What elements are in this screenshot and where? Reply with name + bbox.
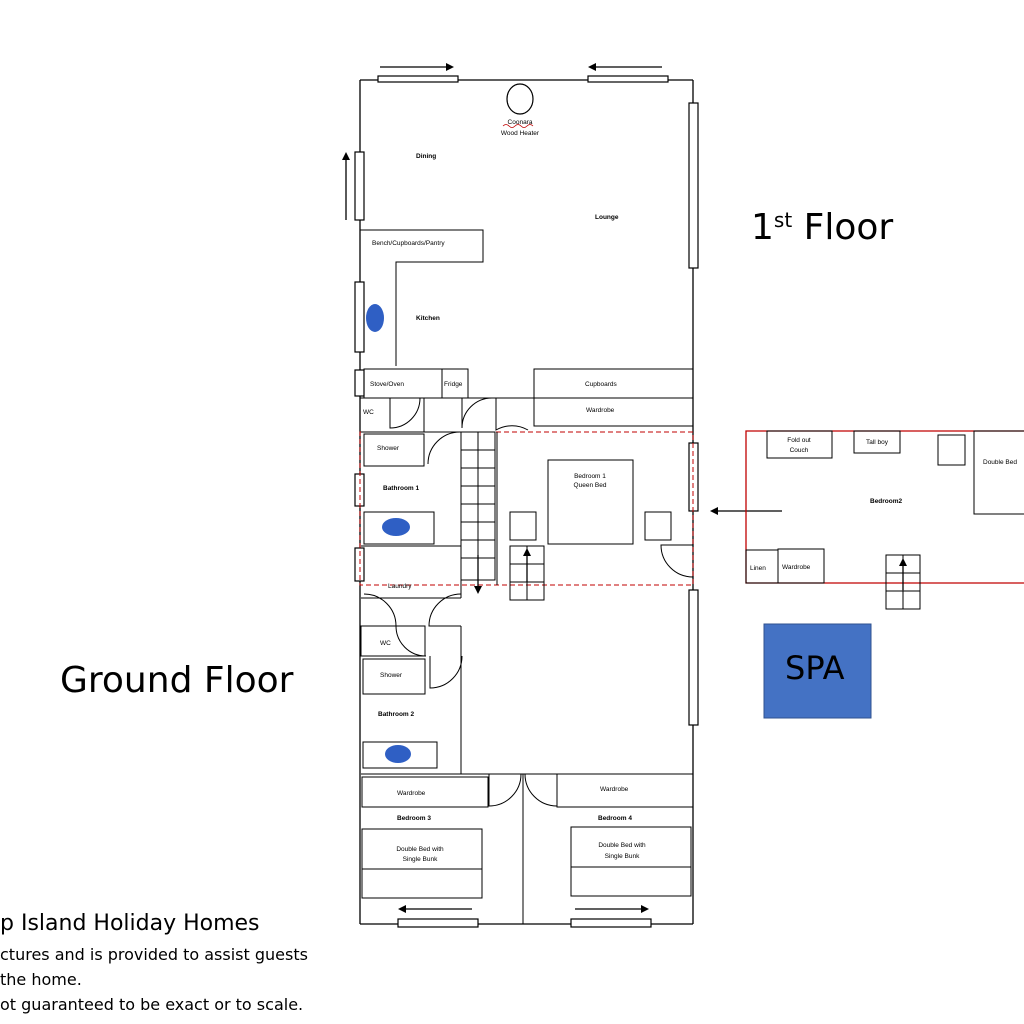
first-floor-prefix: 1 — [751, 207, 774, 248]
wardrobe-b3 — [361, 776, 489, 808]
bath2-basin-icon — [385, 745, 411, 763]
bedside-upstairs — [937, 434, 966, 466]
kitchen-sink-icon — [366, 304, 384, 332]
sliding-arrows — [342, 63, 782, 913]
footer-company: p Island Holiday Homes — [0, 911, 260, 936]
bedroom4-label: Bedroom 4 — [598, 815, 632, 822]
doors-laundry — [363, 593, 462, 627]
bathroom2-label: Bathroom 2 — [378, 711, 415, 718]
bedside-right — [644, 511, 672, 541]
double-bed-label: Double Bed — [983, 459, 1017, 466]
bath-2 — [362, 741, 438, 769]
shower-top-label: Shower — [377, 445, 400, 452]
staircase-up — [509, 545, 545, 601]
upper-floor — [745, 430, 1024, 610]
bench-label: Bench/Cupboards/Pantry — [372, 240, 445, 247]
tallboy-label: Tall boy — [866, 439, 889, 446]
spa-box — [763, 623, 872, 719]
bath-1 — [363, 511, 435, 545]
stove-label: Stove/Oven — [370, 381, 404, 388]
bedroom1-door — [660, 544, 694, 578]
footer-note-2: the home. — [0, 970, 82, 989]
bed3-label-1: Double Bed with — [396, 846, 444, 853]
wc-bottom — [360, 625, 426, 657]
wc-bottom-door — [395, 625, 427, 657]
doors-bottom — [488, 773, 558, 807]
fridge-label: Fridge — [444, 381, 463, 388]
couch-label-1: Fold out — [787, 437, 811, 444]
fold-out-couch — [766, 430, 833, 459]
first-floor-suffix: Floor — [792, 207, 893, 248]
ground-floor-title: Ground Floor — [60, 660, 294, 701]
bed4-label-2: Single Bunk — [605, 853, 640, 860]
bedroom2-label: Bedroom2 — [870, 498, 903, 505]
ground-floor-walls — [359, 79, 694, 925]
wardrobe-top — [533, 397, 694, 427]
bedroom3-label: Bedroom 3 — [397, 815, 431, 822]
heater-label-2: Wood Heater — [501, 130, 540, 137]
wardrobe-b3-label: Wardrobe — [397, 790, 426, 797]
bed3-label-2: Single Bunk — [403, 856, 438, 863]
footer-note-1: ctures and is provided to assist guests — [0, 945, 308, 964]
wardrobe-top-label: Wardrobe — [586, 407, 615, 414]
couch-label-2: Couch — [790, 447, 809, 454]
queen-bed — [547, 459, 634, 545]
shower-bottom-label: Shower — [380, 672, 403, 679]
staircase — [460, 431, 496, 594]
bed-4 — [570, 826, 692, 897]
bath1-basin-icon — [382, 518, 410, 536]
windows — [354, 75, 699, 928]
bedside-left — [509, 511, 537, 541]
lounge-label: Lounge — [595, 214, 619, 221]
shower-bottom — [362, 658, 426, 695]
wardrobe-upstairs — [777, 548, 825, 584]
wardrobe-b4-label: Wardrobe — [600, 786, 629, 793]
tall-boy — [853, 430, 901, 454]
heater-label-1: Coonara — [508, 119, 533, 126]
heater-squiggle — [502, 124, 534, 128]
wardrobe-b4 — [556, 773, 694, 808]
wood-heater-icon — [506, 83, 534, 115]
bathroom2-door — [429, 655, 463, 689]
shower-top — [363, 433, 425, 467]
bedroom1-label-1: Bedroom 1 — [574, 473, 606, 480]
footer-note-3: ot guaranteed to be exact or to scale. — [0, 995, 303, 1014]
bed-3 — [361, 828, 483, 899]
dining-label: Dining — [416, 153, 436, 160]
laundry-label: Laundry — [388, 583, 412, 590]
first-floor-sup: st — [774, 208, 792, 232]
bathroom1-label: Bathroom 1 — [383, 485, 420, 492]
linen-label: Linen — [750, 565, 766, 572]
double-bed-upstairs — [973, 430, 1024, 515]
wc-bottom-label: WC — [380, 640, 391, 647]
kitchen-label: Kitchen — [416, 315, 440, 322]
kitchen-bench — [360, 229, 484, 366]
cupboards-label: Cupboards — [585, 381, 618, 388]
first-floor-title: 1st Floor — [751, 207, 893, 248]
bedroom1-label-2: Queen Bed — [574, 482, 607, 489]
wardrobe-upstairs-label: Wardrobe — [782, 564, 811, 571]
doors-top — [389, 397, 529, 465]
wc-top-label: WC — [363, 409, 374, 416]
spa-label: SPA — [785, 649, 845, 687]
bed4-label-1: Double Bed with — [598, 842, 646, 849]
